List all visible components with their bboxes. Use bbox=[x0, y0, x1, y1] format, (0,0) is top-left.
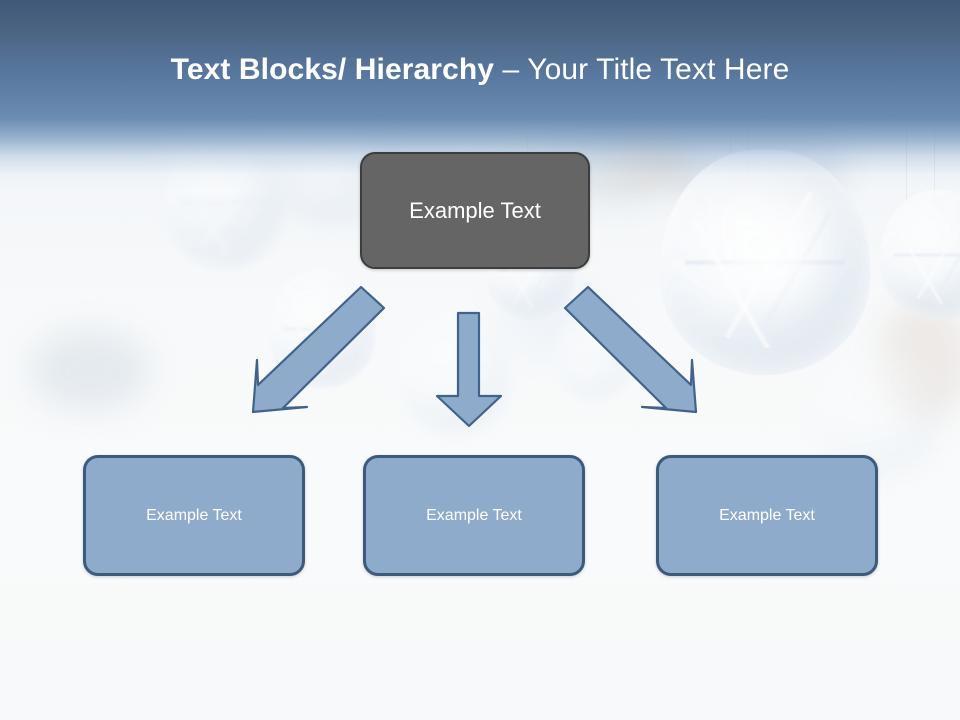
crystal-ornament bbox=[400, 315, 510, 435]
crystal-ornament bbox=[555, 315, 633, 401]
page-title: Text Blocks/ Hierarchy – Your Title Text… bbox=[0, 53, 960, 87]
crystal-facets bbox=[894, 205, 960, 305]
bokeh-blob bbox=[880, 300, 960, 420]
hierarchy-child-label-2: Example Text bbox=[426, 506, 522, 524]
hierarchy-child-label-1: Example Text bbox=[146, 506, 242, 524]
hierarchy-root-label: Example Text bbox=[409, 197, 541, 223]
hierarchy-child-node-1[interactable]: Example Text bbox=[83, 455, 305, 576]
bokeh-blob bbox=[30, 330, 150, 410]
crystal-ornament bbox=[270, 270, 375, 388]
page-title-light: Your Title Text Here bbox=[527, 53, 790, 86]
hierarchy-root-node[interactable]: Example Text bbox=[360, 152, 590, 269]
crystal-facets bbox=[282, 284, 363, 374]
hierarchy-child-node-3[interactable]: Example Text bbox=[656, 455, 878, 576]
page-title-bold: Text Blocks/ Hierarchy bbox=[170, 53, 495, 86]
hierarchy-child-label-3: Example Text bbox=[719, 506, 815, 524]
crystal-ornament bbox=[880, 190, 960, 320]
hierarchy-child-node-2[interactable]: Example Text bbox=[363, 455, 585, 576]
crystal-highlight bbox=[718, 208, 812, 299]
page-title-separator: – bbox=[494, 53, 528, 86]
crystal-facets bbox=[564, 325, 624, 391]
